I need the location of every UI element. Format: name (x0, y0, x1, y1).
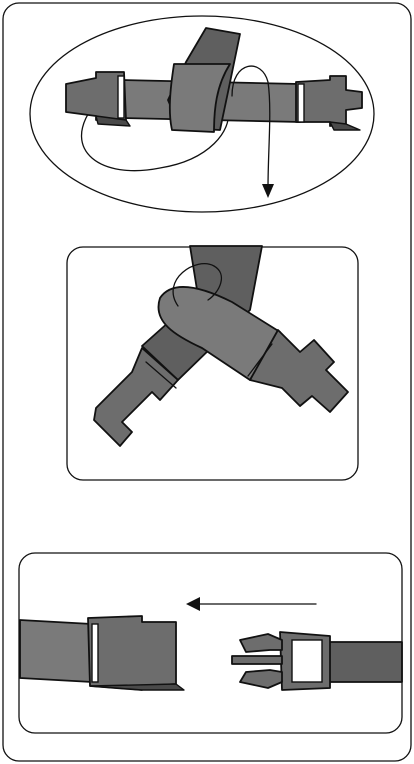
right-buckle-slot (298, 84, 304, 122)
male-buckle-center-prong (232, 656, 282, 664)
female-buckle (88, 616, 176, 690)
male-buckle-window (292, 640, 322, 682)
left-buckle-slot (118, 76, 124, 118)
female-buckle-slot (92, 624, 98, 682)
right-strap (326, 642, 402, 682)
panel-buckle-connect-step (19, 553, 402, 733)
panel-cross-step (67, 246, 358, 480)
panel-wrap-step (30, 16, 374, 212)
left-strap (20, 620, 92, 682)
